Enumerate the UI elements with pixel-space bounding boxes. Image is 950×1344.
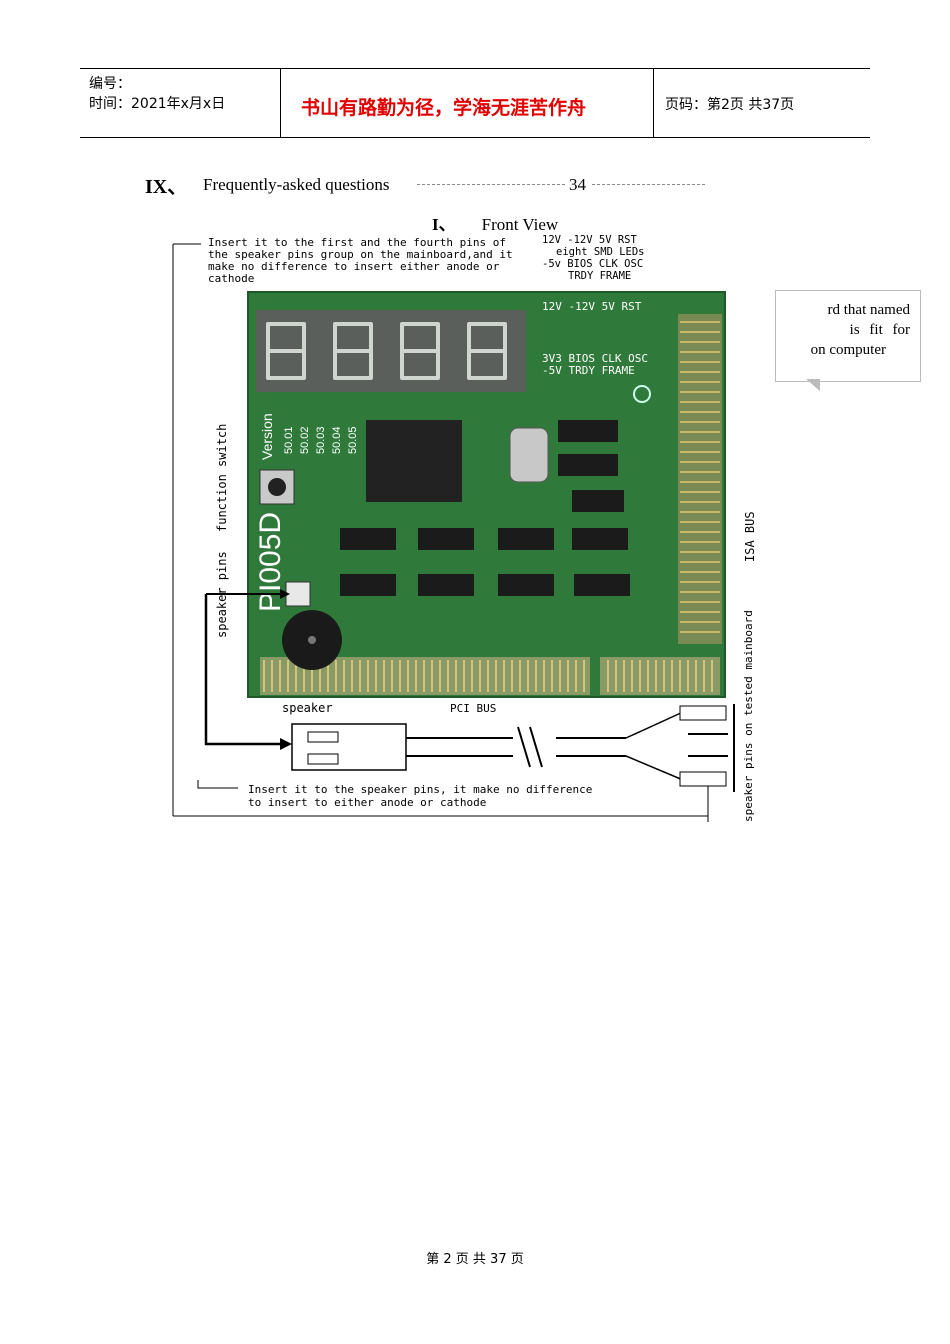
bottom-note-line-2: to insert to either anode or cathode — [248, 796, 486, 809]
speaker-label: speaker — [282, 701, 333, 715]
page-info: 页码：第2页 共37页 — [665, 97, 795, 113]
board-led-label-1: 12V -12V 5V RST — [542, 300, 642, 313]
toc-entry[interactable]: IX、 Frequently-asked questions 34 — [145, 170, 715, 200]
section-number: I、 — [432, 215, 456, 234]
board-version-label: Version — [259, 413, 275, 460]
switch-label-1: 50.01 — [283, 426, 295, 454]
section-heading: I、 Front View — [432, 210, 558, 235]
speaker-connector — [291, 723, 407, 771]
section-title: Front View — [481, 215, 559, 234]
mainboard-pin-4 — [679, 771, 727, 787]
pci-bus-label: PCI BUS — [450, 702, 496, 715]
bottom-note-line-1: Insert it to the speaker pins, it make n… — [248, 783, 592, 796]
pci-card-diagram: 12V -12V 5V RST 3V3 BIOS CLK OSC -5V TRD… — [168, 232, 768, 828]
toc-page: 34 — [565, 175, 590, 195]
date-line: 时间：2021年x月x日 — [89, 96, 226, 112]
led-legend-4: TRDY FRAME — [568, 270, 631, 282]
cable-break-mark — [517, 726, 543, 768]
toc-title: Frequently-asked questions — [203, 175, 390, 194]
isa-bus-label: ISA BUS — [743, 511, 757, 562]
serial-label: 编号： — [89, 76, 131, 92]
main-chip — [366, 420, 462, 502]
diagram-svg: 12V -12V 5V RST 3V3 BIOS CLK OSC -5V TRD… — [172, 234, 757, 822]
tested-mainboard-label: speaker pins on tested mainboard — [742, 610, 755, 822]
callout-line-1: rd that named — [827, 302, 910, 318]
callout-line-3: on computer — [810, 342, 886, 358]
led-legend-3: -5v BIOS CLK OSC — [542, 258, 643, 270]
board-led-label-3: -5V TRDY FRAME — [542, 364, 635, 377]
header-motto-cell: 书山有路勤为径，学海无涯苦作舟 — [281, 69, 654, 137]
mainboard-pin-1 — [679, 705, 727, 721]
toc-number: IX、 — [145, 176, 188, 198]
switch-label-2: 50.02 — [299, 426, 311, 454]
function-switch-label: function switch — [215, 424, 229, 532]
top-note-line-2: the speaker pins group on the mainboard,… — [208, 248, 513, 261]
led-legend-2: eight SMD LEDs — [556, 246, 645, 258]
switch-label-3: 50.03 — [315, 426, 327, 454]
callout-box: rd that named is fit for on computer — [775, 290, 921, 382]
document-header: 编号： 时间：2021年x月x日 书山有路勤为径，学海无涯苦作舟 页码：第2页 … — [80, 68, 870, 138]
header-meta-cell: 编号： 时间：2021年x月x日 — [80, 69, 281, 137]
callout-tail — [806, 379, 820, 391]
top-note-line-1: Insert it to the first and the fourth pi… — [208, 236, 506, 249]
switch-label-5: 50.05 — [347, 426, 359, 454]
speaker-wire — [204, 594, 286, 746]
crystal-oscillator — [509, 427, 549, 483]
board-led-label-2: 3V3 BIOS CLK OSC — [542, 352, 648, 365]
callout-line-2: is fit for — [849, 322, 910, 338]
top-note-line-3: make no difference to insert either anod… — [208, 260, 500, 273]
isa-edge-connector — [678, 314, 722, 644]
header-page-cell: 页码：第2页 共37页 — [655, 69, 870, 137]
toc-leader — [417, 184, 705, 185]
switch-label-4: 50.04 — [331, 426, 343, 454]
led-legend-1: 12V -12V 5V RST — [542, 234, 638, 246]
motto: 书山有路勤为径，学海无涯苦作舟 — [301, 97, 587, 119]
page-footer: 第 2 页 共 37 页 — [426, 1252, 524, 1267]
top-note-line-4: cathode — [208, 272, 254, 285]
